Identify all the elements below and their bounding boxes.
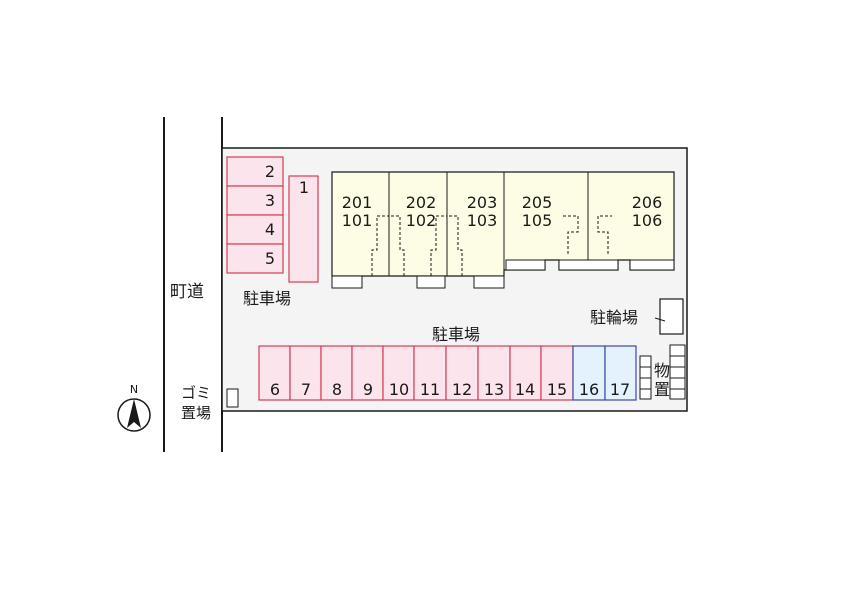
storage-cell <box>639 355 652 368</box>
parking-space-number: 15 <box>547 380 567 399</box>
storage-label: 置 <box>654 380 670 399</box>
unit-upper-label: 201 <box>342 193 373 212</box>
entrance-step <box>416 275 446 289</box>
storage-cell <box>669 388 686 400</box>
unit-lower-label: 105 <box>522 211 553 230</box>
parking-space-number: 8 <box>332 380 342 399</box>
entrance-step <box>505 259 546 271</box>
parking-space <box>351 345 384 401</box>
unit-upper-label: 202 <box>406 193 437 212</box>
parking-bottom-row: 6 7 8 9 10 11 12 13 14 15 16 17 <box>258 345 637 401</box>
storage-cell <box>639 366 652 379</box>
entrance-step <box>629 259 675 271</box>
entrance-step <box>473 275 505 289</box>
parking-space-special <box>604 345 637 401</box>
parking-space-number: 14 <box>515 380 535 399</box>
north-label: N <box>130 383 138 396</box>
storage-cell <box>669 377 686 390</box>
building-outline <box>331 171 675 277</box>
parking-space-number: 13 <box>484 380 504 399</box>
storage-cell <box>669 366 686 379</box>
apartment-building: 201 101 202 102 203 103 205 105 206 106 <box>331 171 675 289</box>
parking-space <box>226 243 284 274</box>
unit-lower-label: 101 <box>342 211 373 230</box>
parking-space-number: 11 <box>420 380 440 399</box>
unit-upper-label: 205 <box>522 193 553 212</box>
entrance-step <box>331 275 363 289</box>
parking-space-number: 16 <box>579 380 599 399</box>
garbage-label: ゴミ <box>181 384 211 402</box>
parking-space <box>226 156 284 187</box>
parking-space-number: 17 <box>610 380 630 399</box>
parking-space-1 <box>288 175 319 283</box>
storage-shed: 物 置 <box>639 344 686 400</box>
parking-space-number: 1 <box>299 178 309 197</box>
interior-partitions <box>371 215 612 276</box>
storage-cell <box>669 344 686 357</box>
parking-left: 2 3 4 5 <box>226 156 284 274</box>
parking-space-number: 7 <box>301 380 311 399</box>
parking-space <box>445 345 479 401</box>
parking-space <box>226 185 284 216</box>
parking-space-number: 6 <box>270 380 280 399</box>
parking-space <box>382 345 415 401</box>
parking-space-number: 3 <box>265 191 275 210</box>
unit-upper-label: 206 <box>632 193 663 212</box>
north-arrow-icon <box>127 399 141 428</box>
garbage-label: 置場 <box>181 404 211 422</box>
garbage-box <box>226 388 239 408</box>
parking-space <box>413 345 447 401</box>
unit-upper-label: 203 <box>467 193 498 212</box>
unit-lower-label: 103 <box>467 211 498 230</box>
bicycle-parking-box <box>659 298 684 335</box>
entrance-step <box>558 259 619 271</box>
parking-space-number: 9 <box>363 380 373 399</box>
parking-space <box>540 345 574 401</box>
parking-space <box>258 345 291 401</box>
parking-space <box>226 214 284 245</box>
parking-label-left: 駐車場 <box>243 289 291 308</box>
bicycle-parking-label: 駐輪場 <box>590 308 638 327</box>
bicycle-leader-line <box>654 317 666 322</box>
storage-cell <box>639 377 652 390</box>
parking-space-number: 10 <box>389 380 409 399</box>
parking-space-number: 2 <box>265 162 275 181</box>
unit-lower-label: 102 <box>406 211 437 230</box>
parking-space <box>477 345 511 401</box>
parking-space-number: 12 <box>452 380 472 399</box>
parking-space-special <box>572 345 606 401</box>
north-arrow: N <box>117 383 151 432</box>
parking-label-main: 駐車場 <box>432 325 480 344</box>
storage-cell <box>639 388 652 400</box>
parking-space <box>320 345 353 401</box>
storage-cell <box>669 355 686 368</box>
unit-lower-label: 106 <box>632 211 663 230</box>
road-label: 町道 <box>170 282 204 302</box>
storage-label: 物 <box>654 361 670 380</box>
parking-space-number: 4 <box>265 220 275 239</box>
parking-space-number: 5 <box>265 249 275 268</box>
parking-space <box>509 345 542 401</box>
